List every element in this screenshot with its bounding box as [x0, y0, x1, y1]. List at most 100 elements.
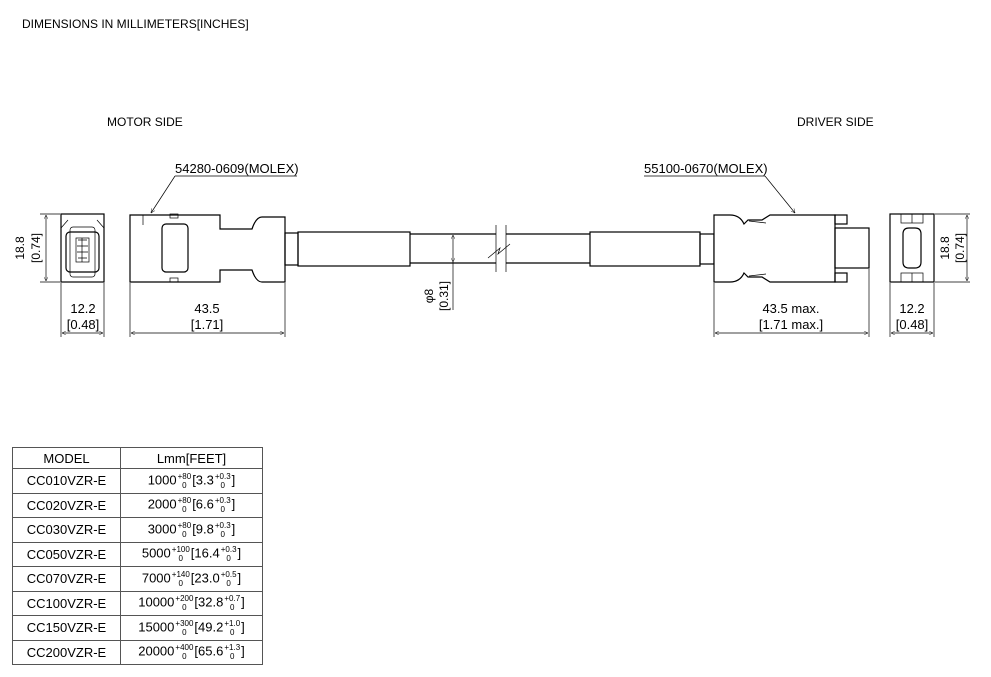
- length-mm: 7000: [141, 570, 171, 586]
- tol-plus: +80: [177, 496, 192, 506]
- tol-plus: +100: [171, 545, 190, 555]
- tol-plus: +1.3: [224, 643, 241, 653]
- tol-minus: 0: [182, 529, 187, 539]
- bracket-close: ]: [231, 521, 236, 537]
- tol-minus: 0: [182, 652, 187, 662]
- length-mm: 20000: [138, 643, 175, 659]
- tol-minus: 0: [182, 603, 187, 613]
- tol-minus: 0: [230, 652, 235, 662]
- length-mm: 2000: [147, 496, 177, 512]
- bracket-close: ]: [231, 472, 236, 488]
- length-feet: [23.0: [190, 570, 220, 586]
- length-feet: [49.2: [194, 619, 224, 635]
- tol-plus: +140: [171, 569, 190, 579]
- tol-plus: +1.0: [224, 618, 241, 628]
- model-cell: CC050VZR-E: [12, 541, 121, 567]
- bracket-close: ]: [237, 545, 242, 561]
- driver-side-label: DRIVER SIDE: [797, 115, 874, 129]
- motor-side-label: MOTOR SIDE: [107, 115, 183, 129]
- model-cell: CC010VZR-E: [12, 468, 121, 494]
- driver-connector-part: 55100-0670(MOLEX): [644, 161, 768, 176]
- model-cell: CC070VZR-E: [12, 566, 121, 592]
- length-mm: 5000: [141, 545, 171, 561]
- tol-minus: 0: [220, 505, 225, 515]
- tol-plus: +0.3: [214, 496, 231, 506]
- length-mm: 10000: [138, 594, 175, 610]
- motor-connector-side-view: [129, 213, 411, 283]
- length-feet: [65.6: [194, 643, 224, 659]
- tol-plus: +0.7: [224, 594, 241, 604]
- model-cell: CC030VZR-E: [12, 517, 121, 543]
- drawing-title: DIMENSIONS IN MILLIMETERS[INCHES]: [22, 17, 249, 31]
- model-cell: CC200VZR-E: [12, 639, 121, 665]
- motor-connector-part: 54280-0609(MOLEX): [175, 161, 299, 176]
- tol-minus: 0: [220, 480, 225, 490]
- model-cell: CC020VZR-E: [12, 492, 121, 518]
- motor-length-mm: 43.5: [194, 301, 219, 316]
- length-feet: [6.6: [192, 496, 214, 512]
- model-cell: CC150VZR-E: [12, 615, 121, 641]
- length-mm: 1000: [147, 472, 177, 488]
- header-model: MODEL: [12, 447, 121, 469]
- length-feet: [9.8: [192, 521, 214, 537]
- driver-width-mm: 12.2: [899, 301, 924, 316]
- driver-connector-end-view: [889, 213, 935, 283]
- motor-connector-end-view: [60, 213, 105, 283]
- motor-height-in: [0.74]: [29, 233, 43, 263]
- motor-height-mm: 18.8: [13, 236, 27, 260]
- cable-diameter-mm: φ8: [422, 288, 436, 303]
- tol-plus: +0.3: [214, 520, 231, 530]
- motor-length-in: [1.71]: [191, 317, 224, 332]
- tol-plus: +80: [177, 471, 192, 481]
- length-feet: [3.3: [192, 472, 214, 488]
- driver-length-mm: 43.5 max.: [762, 301, 819, 316]
- tol-plus: +200: [175, 594, 194, 604]
- tol-plus: +0.3: [214, 471, 231, 481]
- bracket-close: ]: [241, 643, 245, 659]
- tol-minus: 0: [226, 554, 231, 564]
- length-mm: 3000: [147, 521, 177, 537]
- driver-height-in: [0.74]: [953, 233, 967, 263]
- header-length: Lmm[FEET]: [120, 447, 263, 469]
- tol-minus: 0: [182, 627, 187, 637]
- driver-connector-side-view: [589, 214, 870, 283]
- length-feet: [32.8: [194, 594, 224, 610]
- tol-minus: 0: [178, 578, 183, 588]
- tol-minus: 0: [182, 505, 187, 515]
- tol-minus: 0: [230, 603, 235, 613]
- tol-minus: 0: [178, 554, 183, 564]
- driver-length-in: [1.71 max.]: [759, 317, 823, 332]
- bracket-close: ]: [237, 570, 242, 586]
- tol-plus: +0.5: [220, 569, 237, 579]
- tol-minus: 0: [226, 578, 231, 588]
- tol-plus: +300: [175, 618, 194, 628]
- tol-plus: +0.3: [220, 545, 237, 555]
- tol-minus: 0: [220, 529, 225, 539]
